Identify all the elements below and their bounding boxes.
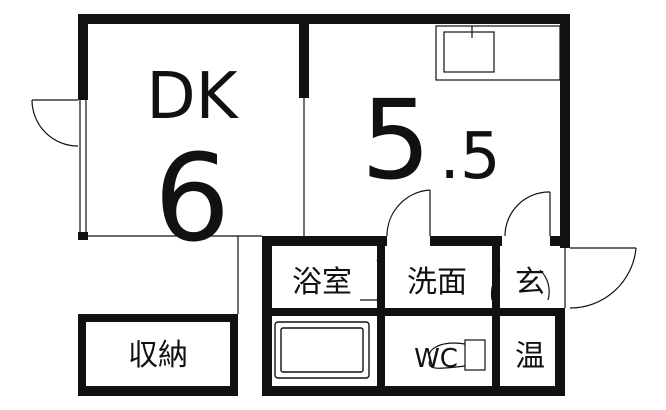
- toilet-label: WC: [414, 344, 458, 374]
- storage-label: 収納: [128, 338, 188, 373]
- western-size-decimal: .5: [439, 120, 500, 194]
- dk-label: DK: [146, 60, 239, 134]
- water-heater-label: 温: [515, 339, 545, 374]
- bathtub-icon: [274, 321, 370, 379]
- toilet-icon: [428, 339, 486, 371]
- walls: [78, 14, 570, 396]
- doors: [31, 99, 637, 309]
- bath-label: 浴室: [292, 265, 352, 300]
- western-size-main: 5: [361, 76, 431, 204]
- entrance-label: 玄: [515, 265, 545, 300]
- thin-partitions: [79, 98, 566, 314]
- dk-size: 6: [154, 130, 230, 269]
- washroom-label: 洗面: [407, 265, 467, 300]
- sink-icon: [435, 25, 561, 81]
